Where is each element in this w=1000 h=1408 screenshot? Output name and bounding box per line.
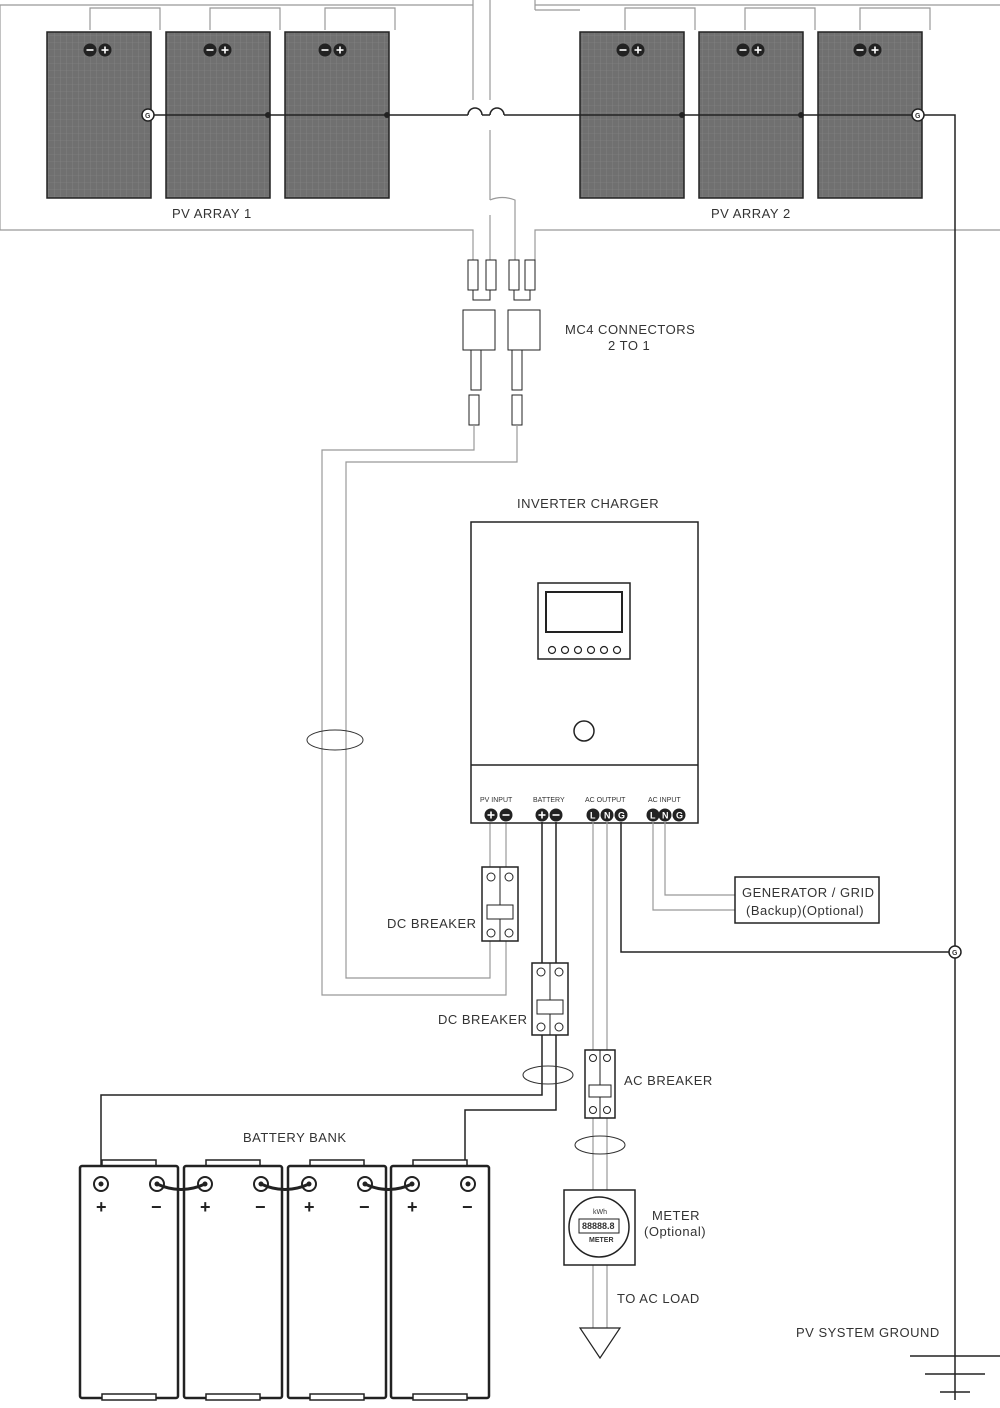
svg-text:+: + — [200, 1197, 211, 1217]
inverter-terminal — [484, 808, 498, 822]
svg-text:L: L — [650, 811, 656, 821]
ac-load-arrow-icon — [578, 1327, 622, 1360]
panel-terminal-pair — [203, 43, 232, 57]
inverter-buttons — [547, 645, 622, 655]
inverter-terminal: N — [658, 808, 672, 822]
generator-label-1: GENERATOR / GRID — [742, 885, 874, 900]
panel-terminal-pair — [853, 43, 882, 57]
string-wires — [0, 4, 1000, 30]
svg-text:−: − — [462, 1197, 473, 1217]
ac-breaker — [584, 1049, 616, 1119]
kwh-meter: kWh 88888.8 METER — [563, 1189, 636, 1266]
generator-label-2: (Backup)(Optional) — [746, 903, 864, 918]
svg-text:N: N — [604, 811, 611, 821]
svg-text:+: + — [96, 1197, 107, 1217]
dc-breaker-battery — [531, 962, 569, 1036]
dc-breaker-2-label: DC BREAKER — [438, 1012, 528, 1027]
meter-reading: 88888.8 — [582, 1221, 615, 1231]
panel-terminal-pair — [83, 43, 112, 57]
inverter-terminal: N — [600, 808, 614, 822]
panel-terminal-pair — [318, 43, 347, 57]
svg-text:G: G — [676, 811, 683, 821]
pv-array-1-label: PV ARRAY 1 — [172, 206, 252, 221]
panel-ground-bond: G G — [141, 107, 956, 1400]
panel-terminal-pair — [616, 43, 645, 57]
battery-unit: +− — [182, 1159, 284, 1401]
array-frame-wires — [0, 0, 1000, 260]
panel-terminal-pair — [736, 43, 765, 57]
battery-bank-label: BATTERY BANK — [243, 1130, 347, 1145]
svg-text:L: L — [590, 811, 596, 821]
battery-jumper — [364, 1182, 413, 1191]
meter-label-1: METER — [652, 1208, 700, 1223]
pv-input-label: PV INPUT — [480, 797, 513, 804]
battery-bank: +−+−+−+− — [78, 1159, 491, 1401]
power-button-icon — [573, 720, 595, 742]
inverter-terminal: G — [614, 808, 628, 822]
pv-ground-label: PV SYSTEM GROUND — [796, 1325, 940, 1340]
battery-wires — [100, 822, 574, 1175]
inverter-terminal: L — [646, 808, 660, 822]
pv-input-wires — [306, 425, 518, 996]
svg-text:G: G — [952, 950, 958, 957]
battery-unit: +− — [389, 1159, 491, 1401]
meter-caption: METER — [589, 1237, 614, 1244]
panel-terminals — [83, 43, 882, 57]
svg-text:−: − — [151, 1197, 162, 1217]
battery-jumper — [260, 1182, 310, 1191]
svg-text:+: + — [304, 1197, 315, 1217]
inverter-terminal: G — [672, 808, 686, 822]
mc4-connectors — [462, 259, 541, 426]
battery-unit: +− — [78, 1159, 180, 1401]
svg-text:−: − — [255, 1197, 266, 1217]
ground-symbol-icon — [910, 1355, 1000, 1393]
battery-jumper — [156, 1182, 206, 1191]
battery-label: BATTERY — [533, 797, 565, 804]
ground-g-icon — [141, 108, 155, 122]
ground-g-icon — [948, 945, 962, 959]
generator-grid-box: GENERATOR / GRID (Backup)(Optional) — [734, 876, 880, 924]
inverter-terminal — [549, 808, 563, 822]
pv-array-2-label: PV ARRAY 2 — [711, 206, 791, 221]
ground-g-icon — [911, 108, 925, 122]
svg-text:N: N — [662, 811, 669, 821]
pv-panel — [46, 31, 152, 199]
meter-unit: kWh — [593, 1209, 607, 1216]
ac-wires: G — [574, 822, 962, 1328]
to-ac-load-label: TO AC LOAD — [617, 1291, 700, 1306]
mc4-label-2: 2 TO 1 — [608, 338, 650, 353]
inverter-terminal — [535, 808, 549, 822]
svg-text:G: G — [145, 113, 151, 120]
inverter-title: INVERTER CHARGER — [517, 496, 659, 511]
svg-text:G: G — [915, 113, 921, 120]
svg-text:+: + — [407, 1197, 418, 1217]
inverter-terminal: L — [586, 808, 600, 822]
meter-label-2: (Optional) — [644, 1224, 706, 1239]
mc4-label-1: MC4 CONNECTORS — [565, 322, 695, 337]
ac-output-label: AC OUTPUT — [585, 797, 626, 804]
svg-text:G: G — [618, 811, 625, 821]
ac-breaker-label: AC BREAKER — [624, 1073, 713, 1088]
inverter-charger: PV INPUT BATTERY AC OUTPUT AC INPUT — [470, 521, 699, 824]
ac-input-label: AC INPUT — [648, 797, 681, 804]
svg-text:−: − — [359, 1197, 370, 1217]
dc-breaker-1-label: DC BREAKER — [387, 916, 477, 931]
battery-unit: +− — [286, 1159, 388, 1401]
dc-breaker-pv — [481, 866, 519, 942]
inverter-terminal — [499, 808, 513, 822]
